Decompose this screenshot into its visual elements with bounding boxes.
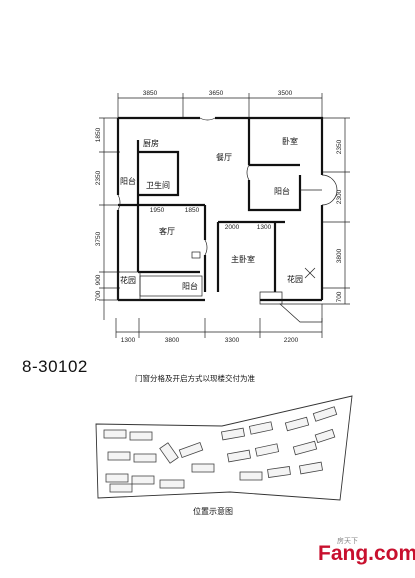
left-dim-5: 700 <box>95 290 102 301</box>
left-dim-1: 1850 <box>95 127 102 142</box>
inner-dim-2: 1850 <box>185 207 200 214</box>
room-balcony-right: 阳台 <box>274 186 290 196</box>
inner-dim-4: 1300 <box>257 224 272 231</box>
site-map: 位置示意图 <box>95 395 353 516</box>
room-dining: 餐厅 <box>216 153 232 162</box>
left-dim-2: 2350 <box>95 170 102 185</box>
inner-dim-1: 1950 <box>150 207 165 214</box>
room-labels: 厨房 餐厅 卧室 阳台 卫生间 阳台 客厅 主卧室 花园 花园 阳台 <box>120 136 303 291</box>
room-bathroom: 卫生间 <box>146 180 170 190</box>
site-map-caption: 位置示意图 <box>193 506 233 516</box>
bottom-dim-1: 1300 <box>121 337 136 344</box>
delivery-note: 门窗分格及开启方式以现楼交付为准 <box>135 373 255 383</box>
watermark-logo: 房天下 Fang.com <box>318 536 415 565</box>
right-dim-3: 3800 <box>336 248 343 263</box>
room-master-bedroom: 主卧室 <box>231 254 255 264</box>
top-dim-3: 3500 <box>278 90 293 97</box>
room-bedroom: 卧室 <box>282 136 298 146</box>
right-dim-1: 2350 <box>336 139 343 154</box>
room-garden-left: 花园 <box>120 275 136 285</box>
inner-dim-3: 2000 <box>225 224 240 231</box>
left-dim-3: 3750 <box>95 231 102 246</box>
bottom-dim-2: 3800 <box>165 337 180 344</box>
bottom-dimension-chain: 1300 3800 3300 2200 <box>115 318 323 344</box>
right-dim-2: 2300 <box>336 189 343 204</box>
top-dim-1: 3850 <box>143 90 158 97</box>
bottom-dim-4: 2200 <box>284 337 299 344</box>
watermark-brand: Fang.com <box>318 542 415 565</box>
left-dimension-chain: 1850 2350 3750 900 700 <box>95 117 120 320</box>
top-dim-2: 3650 <box>209 90 224 97</box>
bottom-dim-3: 3300 <box>225 337 240 344</box>
right-dimension-chain: 2350 2300 3800 700 <box>322 117 350 305</box>
left-dim-4: 900 <box>95 274 102 285</box>
room-kitchen: 厨房 <box>143 138 159 148</box>
room-balcony-bottom: 阳台 <box>182 281 198 291</box>
floor-plan <box>116 116 338 323</box>
room-balcony-left: 阳台 <box>120 176 136 186</box>
top-dimension-chain: 3850 3650 3500 <box>117 90 323 118</box>
room-garden-right: 花园 <box>287 274 303 284</box>
site-map-buildings <box>103 406 338 493</box>
unit-code: 8-30102 <box>22 357 88 376</box>
inner-dimensions: 1950 1850 2000 1300 <box>150 207 272 231</box>
right-dim-4: 700 <box>336 291 343 302</box>
watermark-sub: 房天下 <box>337 536 358 545</box>
room-living: 客厅 <box>159 226 175 236</box>
